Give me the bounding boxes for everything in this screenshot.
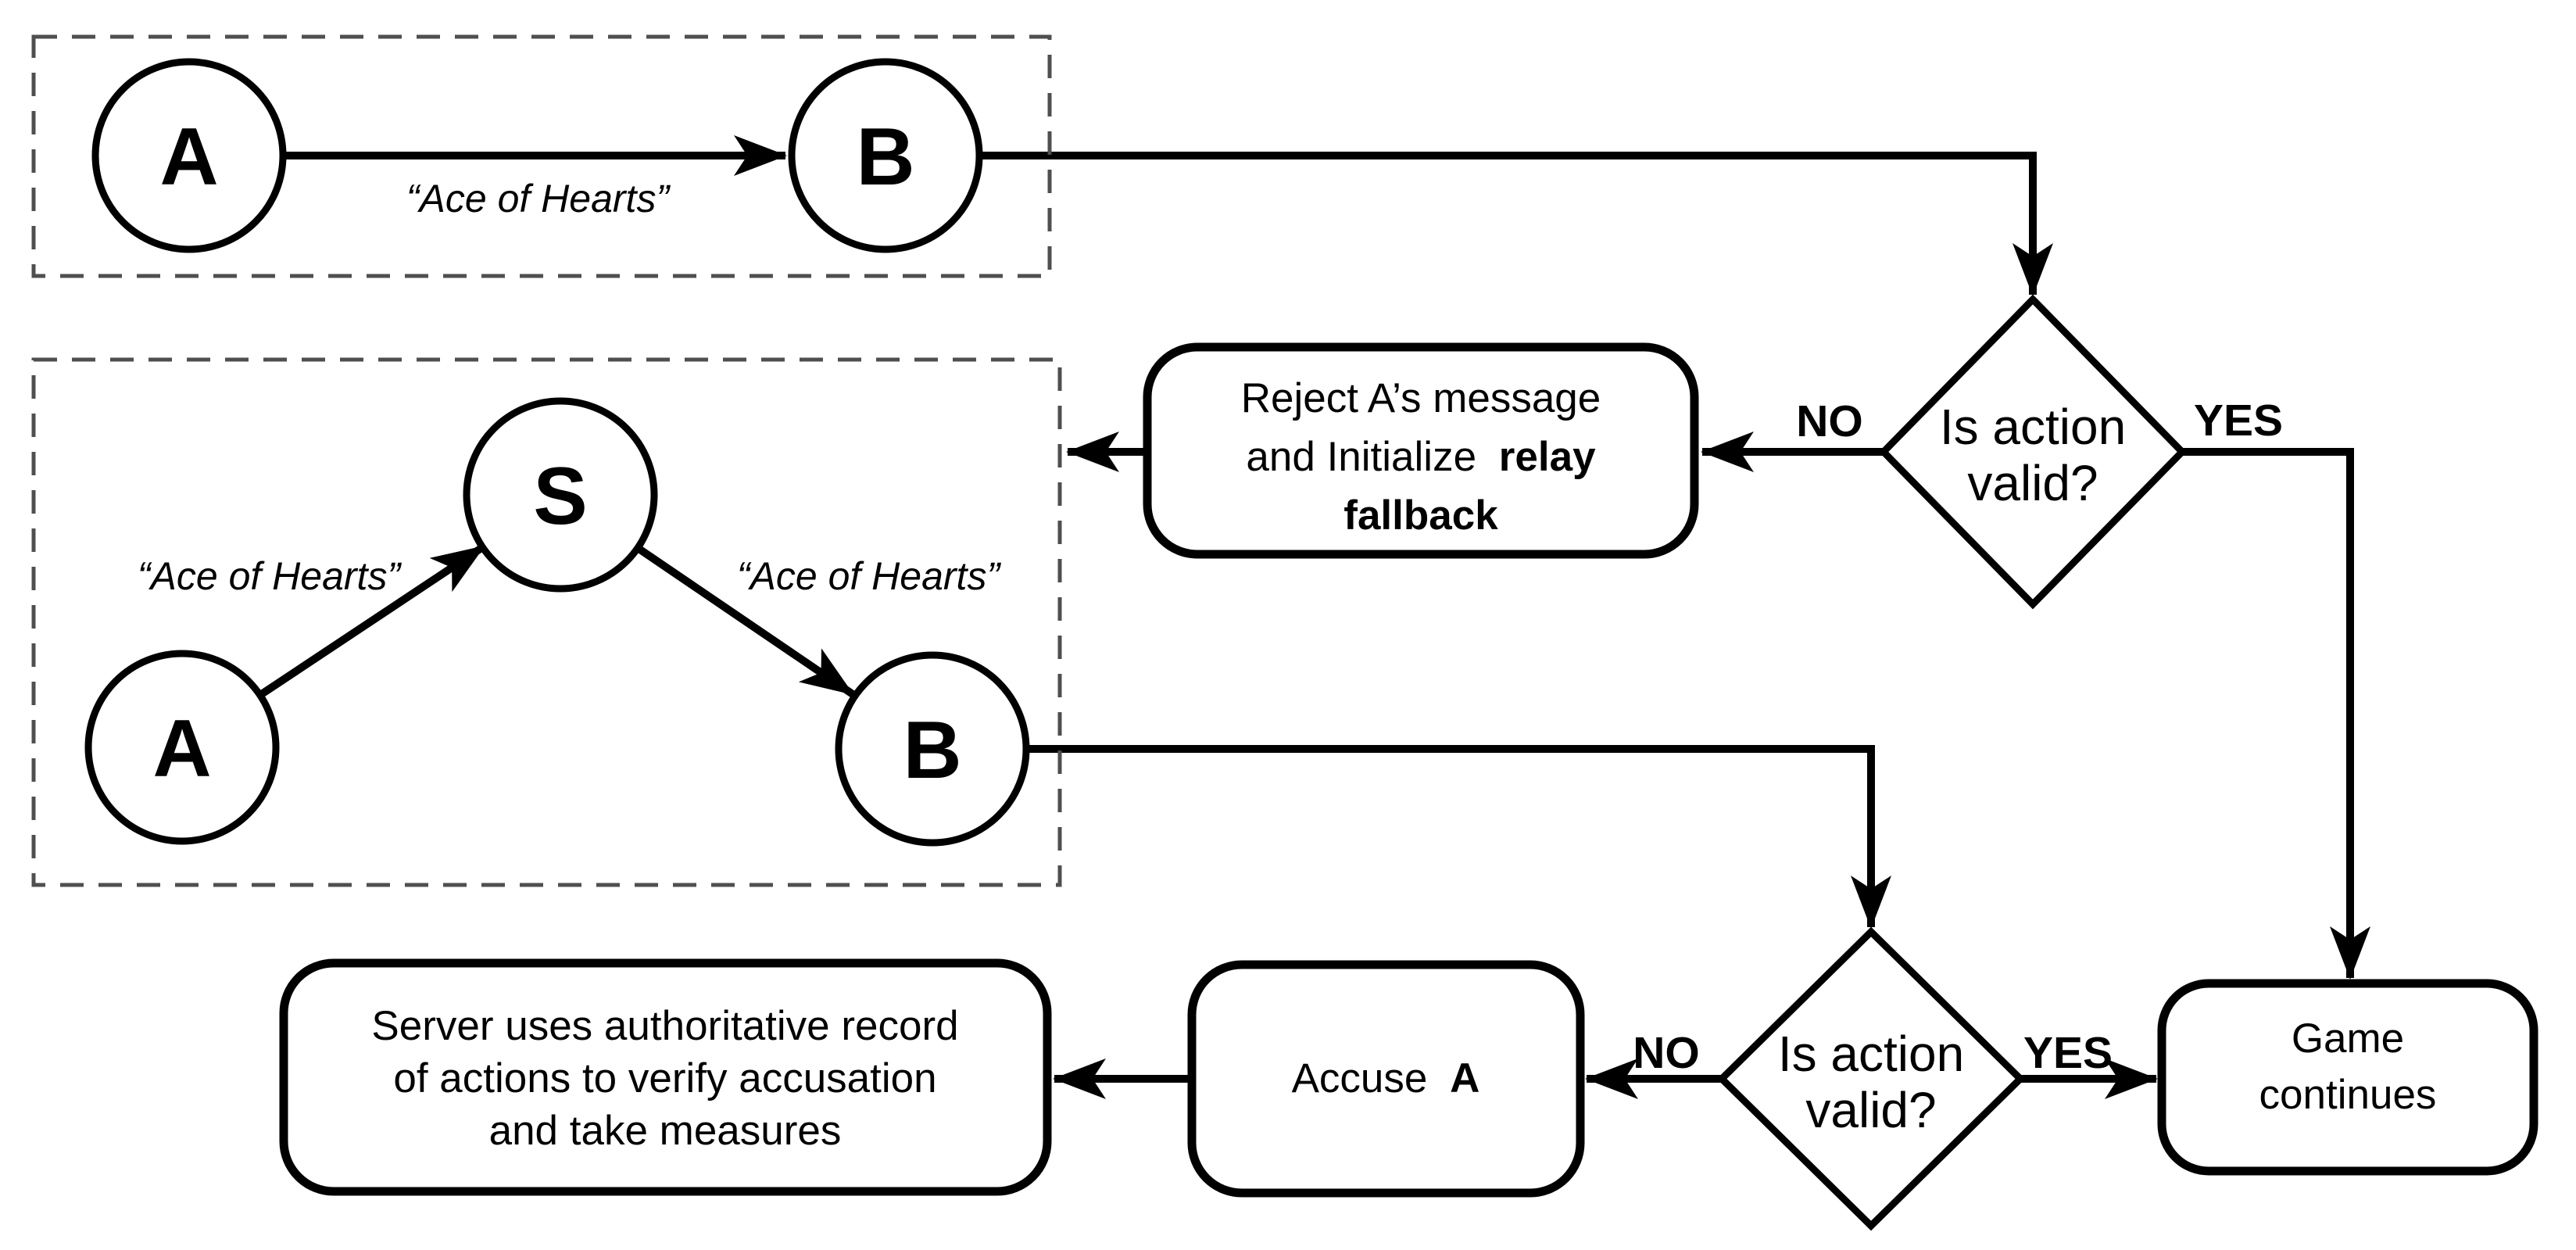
server-box-line2: of actions to verify accusation bbox=[393, 1055, 936, 1101]
relay-scenario-group: S A B “Ace of Hearts” “Ace of Hearts” bbox=[31, 357, 1062, 887]
message-label-a-to-s: “Ace of Hearts” bbox=[138, 554, 402, 598]
message-label-direct: “Ace of Hearts” bbox=[406, 177, 671, 220]
direct-scenario-box bbox=[31, 34, 1052, 278]
server-box-group: Server uses authoritative record of acti… bbox=[279, 958, 1052, 1196]
reject-box-line2: and Initialize relay bbox=[1246, 434, 1596, 480]
decision2-group: Is action valid? NO YES bbox=[1633, 926, 2113, 1231]
node-s-circle bbox=[463, 397, 658, 593]
accuse-box-text-bold: A bbox=[1450, 1055, 1479, 1101]
decision1-no-label: NO bbox=[1796, 396, 1863, 446]
node-b-direct-label: B bbox=[856, 112, 914, 202]
node-a-direct-label: A bbox=[159, 112, 218, 202]
accuse-box bbox=[1187, 960, 1585, 1198]
decision1-group: Is action valid? NO YES bbox=[1796, 294, 2283, 610]
node-a-relay-circle bbox=[84, 650, 280, 845]
reject-box-line2-regular: and Initialize bbox=[1246, 434, 1476, 480]
decision1-text-line1: Is action bbox=[1940, 399, 2126, 455]
reject-box bbox=[1143, 342, 1699, 559]
accuse-box-group: Accuse A bbox=[1187, 960, 1585, 1198]
node-s-label: S bbox=[533, 451, 587, 542]
accuse-box-text: Accuse A bbox=[1292, 1055, 1480, 1101]
edge-b-to-decision1 bbox=[979, 152, 2053, 297]
node-b-relay-circle bbox=[835, 651, 1030, 847]
direct-scenario-group: A B “Ace of Hearts” bbox=[31, 34, 1052, 278]
node-a-direct-circle bbox=[91, 58, 287, 253]
decision1-yes-label: YES bbox=[2194, 396, 2283, 446]
edge-a-to-s bbox=[258, 543, 486, 699]
decision1-text-line2: valid? bbox=[1967, 455, 2098, 511]
relay-scenario-box bbox=[31, 357, 1062, 887]
node-b-direct-circle bbox=[788, 58, 983, 253]
edge-decision1-yes bbox=[2182, 448, 2370, 980]
decision2-no-label: NO bbox=[1633, 1028, 1700, 1078]
game-continues-box bbox=[2157, 979, 2538, 1176]
decision2-yes-label: YES bbox=[2023, 1028, 2113, 1078]
server-box bbox=[279, 958, 1052, 1196]
decision1-diamond bbox=[1878, 294, 2188, 610]
decision2-diamond bbox=[1716, 926, 2026, 1231]
edge-b-to-decision2 bbox=[1026, 745, 1891, 929]
server-box-line1: Server uses authoritative record bbox=[371, 1003, 958, 1049]
node-b-relay-label: B bbox=[903, 705, 961, 796]
message-label-s-to-b: “Ace of Hearts” bbox=[737, 554, 1002, 598]
reject-box-line1: Reject A’s message bbox=[1241, 375, 1601, 421]
decision2-text-line2: valid? bbox=[1805, 1082, 1936, 1138]
edge-s-to-b bbox=[635, 544, 855, 698]
decision2-text-line1: Is action bbox=[1778, 1026, 1964, 1082]
node-a-relay-label: A bbox=[152, 704, 211, 794]
reject-box-line3: fallback bbox=[1343, 492, 1498, 539]
game-box-line2: continues bbox=[2259, 1072, 2437, 1118]
game-box-line1: Game bbox=[2292, 1015, 2404, 1062]
edges bbox=[258, 135, 2370, 1100]
server-box-line3: and take measures bbox=[489, 1108, 842, 1154]
reject-box-line2-bold: relay bbox=[1499, 434, 1596, 480]
game-box-group: Game continues bbox=[2157, 979, 2538, 1176]
accuse-box-text-regular: Accuse bbox=[1292, 1055, 1428, 1101]
reject-box-group: Reject A’s message and Initialize relay … bbox=[1143, 342, 1699, 559]
